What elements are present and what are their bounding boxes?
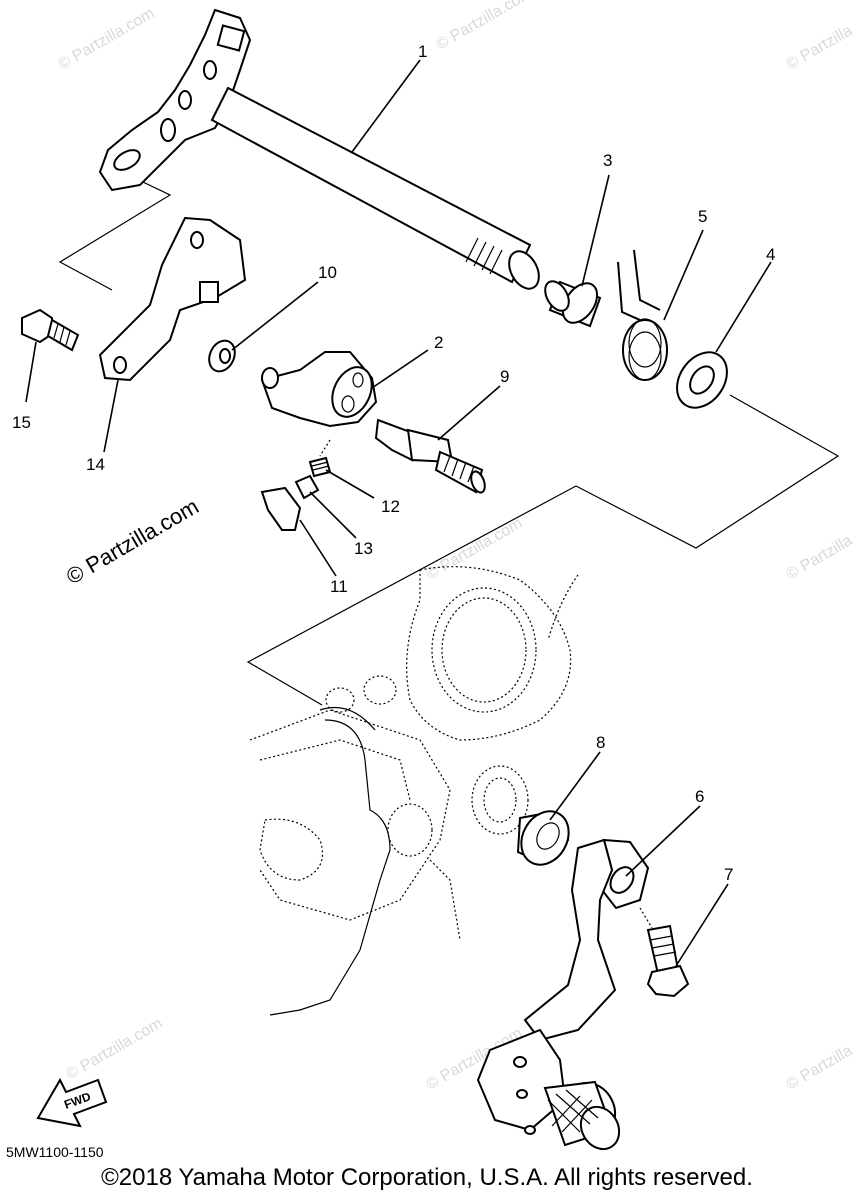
- stopper-lever-part-2: [260, 351, 378, 428]
- bolt-part-15: [21, 308, 80, 352]
- collar-part-3: [544, 280, 602, 328]
- callout-15: 15: [12, 413, 31, 432]
- callout-11: 11: [330, 577, 348, 596]
- oil-seal-part-8: [516, 810, 570, 866]
- callout-13: 13: [354, 539, 373, 558]
- callout-6: 6: [695, 787, 704, 806]
- diagram-code: 5MW1100-1150: [6, 1144, 104, 1160]
- callout-4: 4: [766, 245, 775, 264]
- small-parts-11-12-13: [260, 439, 332, 531]
- pedal-bolt-part-7: [639, 907, 690, 998]
- crankcase-section: [249, 566, 579, 1016]
- leader-lines: [25, 59, 772, 967]
- callout-3: 3: [603, 151, 612, 170]
- faint-watermarks: © Partzilla.com © Partzilla.com © Partzi…: [56, 0, 854, 1093]
- stud-bolt-part-9: [374, 418, 486, 494]
- watermark-faint: © Partzilla.com: [424, 515, 526, 584]
- callout-labels: 1 2 3 4 5 6 7 8 9 10 11 12 13 14 15: [12, 42, 775, 884]
- callout-2: 2: [434, 333, 443, 352]
- fwd-arrow: FWD: [36, 1077, 108, 1128]
- callout-5: 5: [698, 207, 707, 226]
- washer-part-4: [676, 351, 728, 409]
- callout-14: 14: [86, 455, 105, 474]
- watermark-faint: © Partzilla.com: [64, 1015, 166, 1084]
- shift-shaft-part-1: [98, 8, 540, 290]
- callout-1: 1: [418, 42, 427, 61]
- watermark-main: © Partzilla.com: [62, 494, 203, 590]
- washer-part-10: [208, 339, 236, 373]
- watermark-faint: © Partzilla.com: [784, 1025, 854, 1094]
- spring-part-5: [617, 249, 668, 381]
- callout-10: 10: [318, 263, 337, 282]
- callout-9: 9: [500, 367, 509, 386]
- shift-pedal-part-6: [476, 838, 650, 1151]
- callout-7: 7: [724, 865, 733, 884]
- copyright-notice: ©2018 Yamaha Motor Corporation, U.S.A. A…: [101, 1164, 753, 1191]
- watermark-faint: © Partzilla.com: [784, 515, 854, 584]
- callout-8: 8: [596, 733, 605, 752]
- watermark-faint: © Partzilla.com: [784, 5, 854, 74]
- stopper-plate-part-14: [98, 216, 247, 382]
- watermark-faint: © Partzilla.com: [434, 0, 536, 53]
- assembly-lines: [58, 171, 840, 706]
- watermark-faint: © Partzilla.com: [56, 5, 158, 74]
- callout-12: 12: [381, 497, 400, 516]
